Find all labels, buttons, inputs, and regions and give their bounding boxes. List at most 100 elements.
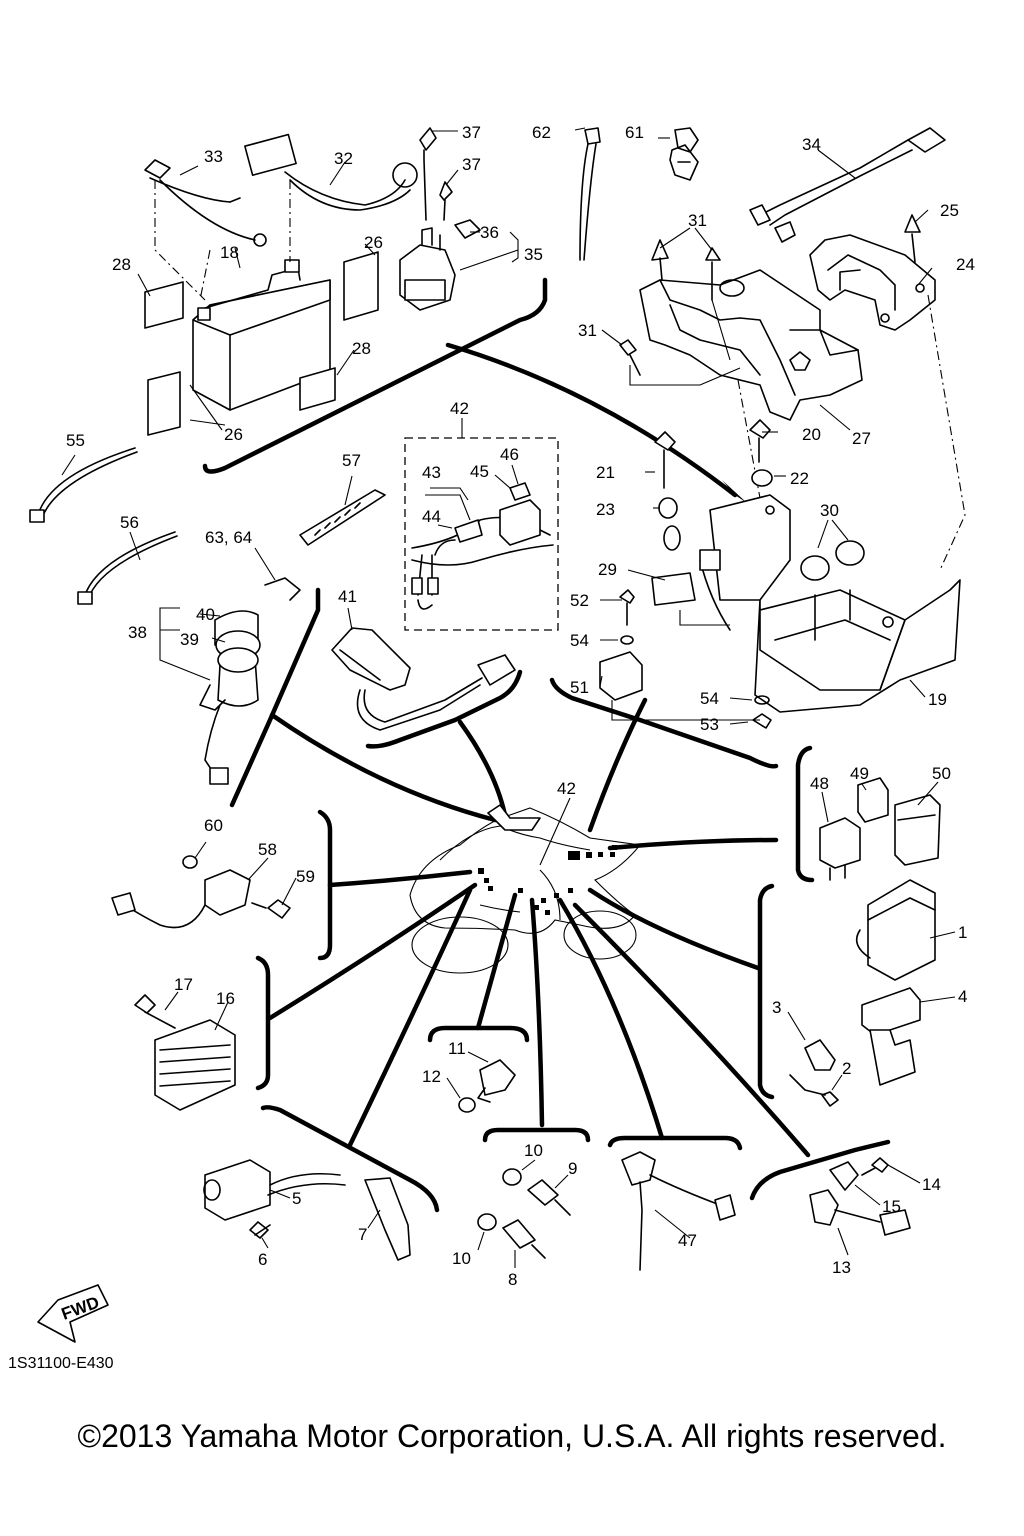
document-code: 1S31100-E430 <box>8 1355 114 1372</box>
callout-56: 56 <box>120 513 139 532</box>
callout-42b: 42 <box>557 779 576 798</box>
callout-21: 21 <box>596 463 615 482</box>
callout-7: 7 <box>358 1225 367 1244</box>
callout-28a: 28 <box>112 255 131 274</box>
motorcycle-silhouette <box>409 804 642 974</box>
callout-18: 18 <box>220 243 239 262</box>
callout-51: 51 <box>570 678 589 697</box>
connector-lines <box>267 342 811 1158</box>
callout-12: 12 <box>422 1067 441 1086</box>
battery-box-dash-lines <box>154 180 291 301</box>
callout-3: 3 <box>772 998 781 1017</box>
callout-24: 24 <box>956 255 975 274</box>
callout-61: 61 <box>625 123 644 142</box>
callout-46: 46 <box>500 445 519 464</box>
copyright-notice: ©2013 Yamaha Motor Corporation, U.S.A. A… <box>77 1418 947 1454</box>
callout-25: 25 <box>940 201 959 220</box>
fuse-box-bracket <box>699 494 961 713</box>
callout-41: 41 <box>338 587 357 606</box>
callout-57: 57 <box>342 451 361 470</box>
callout-44: 44 <box>422 507 441 526</box>
main-switch-assembly <box>199 577 301 785</box>
callout-34: 34 <box>802 135 821 154</box>
neutral-switch <box>458 1059 516 1113</box>
callout-31a: 31 <box>688 211 707 230</box>
callout-39: 39 <box>180 630 199 649</box>
callout-54a: 54 <box>570 631 589 650</box>
callout-11: 11 <box>448 1039 466 1058</box>
ignition-coil <box>203 1159 411 1261</box>
callout-50: 50 <box>932 764 951 783</box>
callout-16: 16 <box>216 989 235 1008</box>
callout-17: 17 <box>174 975 193 994</box>
callout-26a: 26 <box>364 233 383 252</box>
callout-1: 1 <box>958 923 967 942</box>
callout-62: 62 <box>532 123 551 142</box>
battery-bracket-24 <box>809 214 936 331</box>
battery-bracket-frame <box>619 239 863 421</box>
callout-13: 13 <box>832 1258 851 1277</box>
rectifier-regulator <box>134 994 236 1111</box>
sensor-with-cable-58 <box>111 855 291 929</box>
callout-53: 53 <box>700 715 719 734</box>
ecu-assembly <box>789 879 936 1107</box>
callout-31b: 31 <box>578 321 597 340</box>
battery-leads <box>144 133 418 247</box>
callout-47: 47 <box>678 1231 697 1250</box>
battery-pads <box>144 251 379 436</box>
starter-relay <box>399 127 481 311</box>
callout-numbers: 37 37 62 61 34 33 32 36 35 31 25 24 28 1… <box>66 123 975 1289</box>
callout-8: 8 <box>508 1270 517 1289</box>
callout-26b: 26 <box>224 425 243 444</box>
callout-42a: 42 <box>450 399 469 418</box>
callout-45: 45 <box>470 462 489 481</box>
callout-60: 60 <box>204 816 223 835</box>
callout-4: 4 <box>958 987 967 1006</box>
wire-clamp <box>669 127 699 181</box>
callout-59: 59 <box>296 867 315 886</box>
callout-32: 32 <box>334 149 353 168</box>
callout-28b: 28 <box>352 339 371 358</box>
callout-35: 35 <box>524 245 543 264</box>
callout-2: 2 <box>842 1059 851 1078</box>
sub-wire-harness <box>749 127 946 243</box>
callout-63-64: 63, 64 <box>205 528 252 547</box>
fuse-box-bolts <box>599 419 865 729</box>
cable-ties <box>29 447 386 605</box>
callout-9: 9 <box>568 1159 577 1178</box>
callout-20: 20 <box>802 425 821 444</box>
callout-49: 49 <box>850 764 869 783</box>
callout-55: 55 <box>66 431 85 450</box>
callout-48: 48 <box>810 774 829 793</box>
callout-5: 5 <box>292 1189 301 1208</box>
callout-36: 36 <box>480 223 499 242</box>
callout-27: 27 <box>852 429 871 448</box>
callout-22: 22 <box>790 469 809 488</box>
callout-40: 40 <box>196 605 215 624</box>
battery <box>192 259 331 411</box>
callout-19: 19 <box>928 690 947 709</box>
callout-58: 58 <box>258 840 277 859</box>
callout-6: 6 <box>258 1250 267 1269</box>
callout-43: 43 <box>422 463 441 482</box>
bracket-dash-line <box>927 294 966 571</box>
sub-harness-box <box>404 437 559 631</box>
callout-14: 14 <box>922 1175 941 1194</box>
callout-10a: 10 <box>524 1141 543 1160</box>
callout-52: 52 <box>570 591 589 610</box>
temp-sensors <box>477 1168 571 1259</box>
callout-54b: 54 <box>700 689 719 708</box>
callout-37b: 37 <box>462 155 481 174</box>
callout-29: 29 <box>598 560 617 579</box>
license-light <box>331 627 516 731</box>
callout-23: 23 <box>596 500 615 519</box>
callout-15: 15 <box>882 1197 901 1216</box>
leader-lines <box>61 127 956 1268</box>
callout-33: 33 <box>204 147 223 166</box>
callout-30: 30 <box>820 501 839 520</box>
callout-38: 38 <box>128 623 147 642</box>
fwd-arrow-icon: FWD <box>37 1284 109 1343</box>
sidestand-switch <box>621 1151 736 1271</box>
callout-10b: 10 <box>452 1249 471 1268</box>
